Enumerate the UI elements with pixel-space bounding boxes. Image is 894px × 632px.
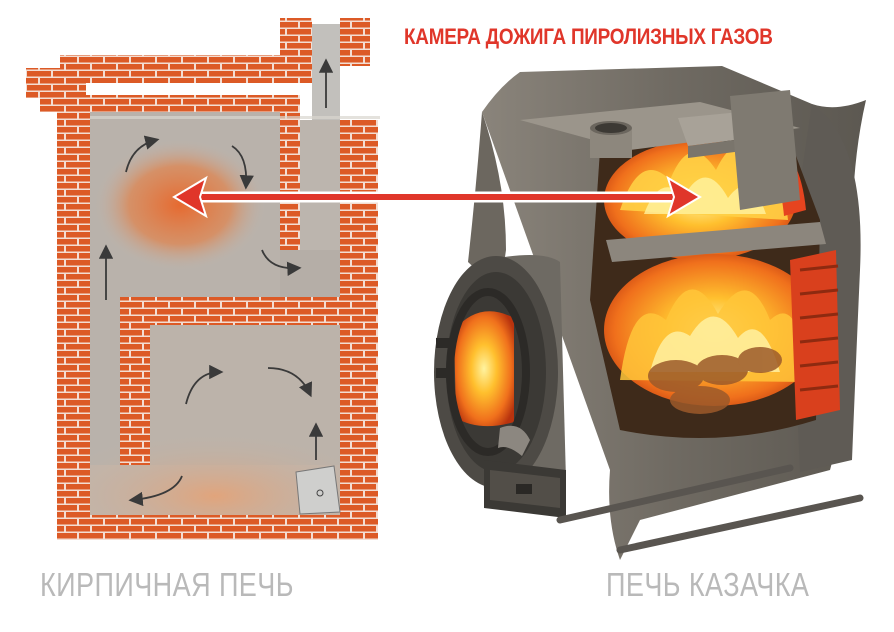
- brick-stove-diagram: [26, 18, 380, 540]
- cornice-line: [90, 116, 380, 119]
- door-hinge-bottom: [436, 368, 452, 378]
- kazachka-stove-label: ПЕЧЬ КАЗАЧКА: [606, 566, 809, 604]
- right-channel-upper: [300, 120, 340, 250]
- upper-chamber-heat: [95, 140, 265, 270]
- door-hinge-top: [436, 338, 452, 348]
- front-door-housing: [434, 255, 566, 493]
- diagram-title: КАМЕРА ДОЖИГА ПИРОЛИЗНЫХ ГАЗОВ: [404, 24, 765, 50]
- right-channel: [280, 250, 340, 300]
- door-window: [454, 311, 514, 426]
- ash-drawer: [484, 460, 566, 518]
- back-chimney-box: [730, 90, 800, 210]
- kazachka-stove-cutaway: [434, 66, 866, 560]
- ash-door: [296, 466, 340, 514]
- flue-pipe: [590, 121, 632, 158]
- brick-stove-label: КИРПИЧНАЯ ПЕЧЬ: [40, 566, 294, 604]
